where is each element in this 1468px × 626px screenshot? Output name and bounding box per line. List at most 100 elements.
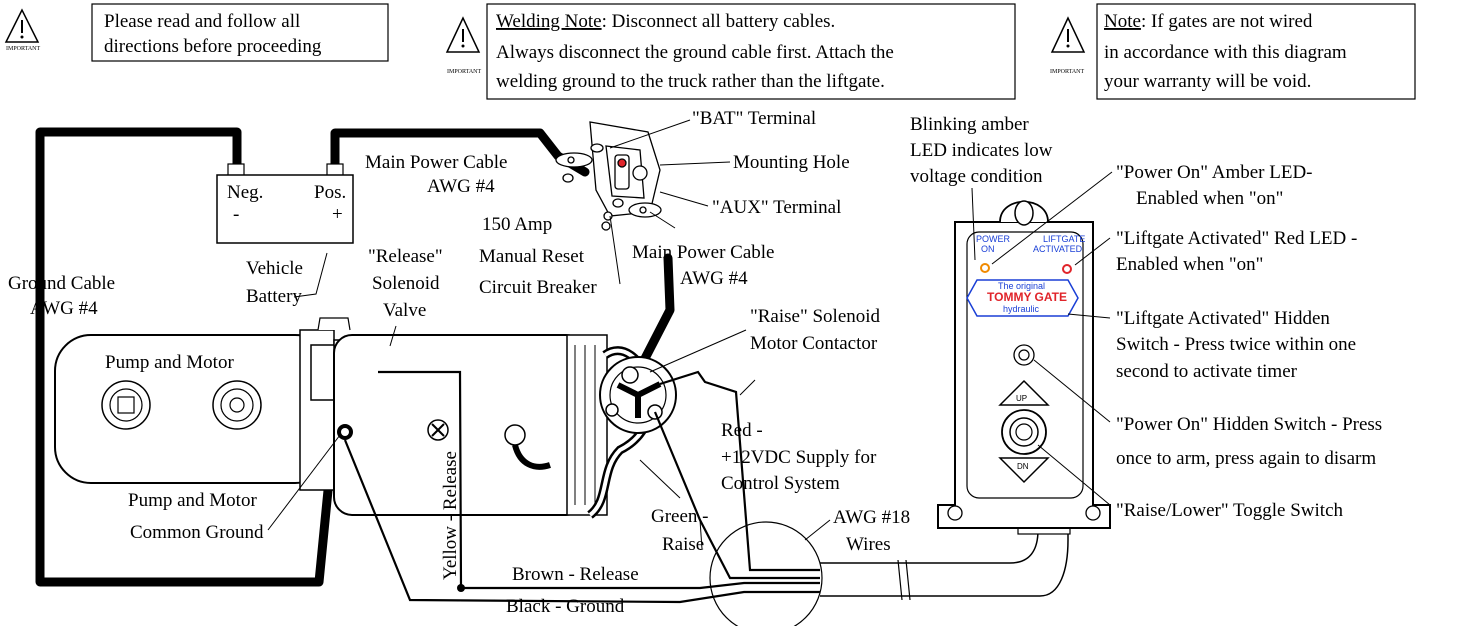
raise-contactor-label: Motor Contactor: [750, 333, 878, 354]
release-valve-label: "Release": [368, 246, 443, 267]
black-wire-label: Black - Ground: [506, 596, 625, 617]
logo-text: The original: [998, 281, 1045, 291]
yellow-wire: [378, 370, 463, 589]
blinking-led-label: LED indicates low: [910, 140, 1053, 161]
battery-pos-sign: +: [332, 204, 343, 225]
hidden-switch-label: second to activate timer: [1116, 361, 1298, 382]
led-power-text: ON: [981, 244, 995, 254]
important-icon: IMPORTANT: [4, 8, 40, 52]
logo-text: hydraulic: [1003, 304, 1040, 314]
aux-terminal-label: "AUX" Terminal: [712, 197, 841, 218]
hidden-switch-label: Switch - Press twice within one: [1116, 334, 1356, 355]
battery-neg-sign: -: [233, 204, 239, 225]
red-wire-label: Control System: [721, 473, 840, 494]
read-note-box: [91, 3, 389, 62]
red-wire: [659, 370, 820, 572]
important-label: IMPORTANT: [447, 69, 481, 75]
power-on-led: [980, 263, 990, 273]
wire-junction: [457, 584, 465, 592]
welding-note-line: Always disconnect the ground cable first…: [496, 42, 894, 63]
power-hidden-switch-label: "Power On" Hidden Switch - Press: [1116, 414, 1382, 435]
toggle-switch-label: "Raise/Lower" Toggle Switch: [1116, 500, 1344, 521]
vehicle-battery: Neg. - Pos. +: [216, 163, 354, 244]
warranty-note-line: Note: If gates are not wired: [1104, 11, 1313, 32]
raise-contactor-label: "Raise" Solenoid: [750, 306, 881, 327]
hidden-switch-label: "Liftgate Activated" Hidden: [1116, 308, 1330, 329]
pump-motor-label: Pump and Motor: [105, 352, 234, 373]
main-power-cable-label: AWG #4: [680, 268, 748, 289]
awg18-label: Wires: [846, 534, 891, 555]
breaker-label: 150 Amp: [482, 214, 552, 235]
led-liftgate-text: ACTIVATED: [1033, 244, 1083, 254]
main-power-cable-label: AWG #4: [427, 176, 495, 197]
power-on-led-label: Enabled when "on": [1136, 188, 1283, 209]
welding-note-box: [486, 3, 1016, 100]
welding-note-line: welding ground to the truck rather than …: [496, 71, 885, 92]
dn-label: DN: [1017, 462, 1029, 471]
liftgate-led: [1062, 264, 1072, 274]
breaker-label: Manual Reset: [479, 246, 585, 267]
warranty-note-box: [1096, 3, 1416, 100]
tommy-gate-logo: [966, 279, 1079, 317]
green-wire: [653, 411, 820, 580]
up-arrow-icon: [998, 379, 1050, 406]
leader-line: [293, 252, 328, 298]
main-power-cable-label: Main Power Cable: [632, 242, 774, 263]
down-arrow-icon: [998, 457, 1050, 484]
main-power-cable-2: [633, 253, 675, 377]
bat-terminal-label: "BAT" Terminal: [692, 108, 816, 129]
pump-and-motor: [54, 317, 608, 516]
common-ground-label: Common Ground: [130, 522, 264, 543]
breaker-label: Circuit Breaker: [479, 277, 597, 298]
brown-wire: [461, 581, 820, 590]
battery-neg-label: Neg.: [227, 182, 263, 203]
important-icon: IMPORTANT: [445, 16, 481, 75]
important-icon: IMPORTANT: [1050, 16, 1086, 75]
battery-caption: Vehicle: [246, 258, 303, 279]
ground-cable-label: Ground Cable: [8, 273, 115, 294]
green-wire-label: Raise: [662, 534, 704, 555]
blinking-led-label: voltage condition: [910, 166, 1043, 187]
ground-cable-label: AWG #4: [30, 298, 98, 319]
control-box: POWER ON LIFTGATE ACTIVATED The original…: [937, 200, 1111, 529]
welding-note-title: Welding Note: [496, 11, 602, 32]
led-liftgate-text: LIFTGATE: [1043, 234, 1085, 244]
brown-wire-label: Brown - Release: [512, 564, 639, 585]
blinking-led-label: Blinking amber: [910, 114, 1029, 135]
important-label: IMPORTANT: [1050, 69, 1084, 75]
wire-bundle-circle: [709, 521, 823, 626]
mounting-hole-label: Mounting Hole: [733, 152, 850, 173]
warranty-note-text: : If gates are not wired: [1141, 11, 1313, 32]
liftgate-led-label: Enabled when "on": [1116, 254, 1263, 275]
raise-solenoid-contactor: [599, 356, 677, 434]
control-cable: [820, 525, 1069, 597]
red-wire-label: +12VDC Supply for: [721, 447, 877, 468]
read-note-line: Please read and follow all: [104, 11, 300, 32]
control-wires: [343, 370, 820, 604]
circuit-breaker: [555, 121, 662, 231]
yellow-wire-label: Yellow - Release: [440, 451, 461, 580]
power-hidden-switch-label: once to arm, press again to disarm: [1116, 448, 1376, 469]
important-label: IMPORTANT: [6, 46, 40, 52]
read-note-line: directions before proceeding: [104, 36, 322, 57]
main-power-cable-label: Main Power Cable: [365, 152, 507, 173]
warranty-note-title: Note: [1104, 11, 1141, 32]
liftgate-led-label: "Liftgate Activated" Red LED -: [1116, 228, 1357, 249]
release-valve-label: Valve: [383, 300, 426, 321]
warranty-note-line: your warranty will be void.: [1104, 71, 1311, 92]
common-ground-label: Pump and Motor: [128, 490, 257, 511]
warranty-note-line: in accordance with this diagram: [1104, 42, 1347, 63]
battery-pos-label: Pos.: [314, 182, 346, 203]
logo-text: TOMMY GATE: [987, 290, 1067, 304]
red-wire-label: Red -: [721, 420, 763, 441]
up-label: UP: [1016, 394, 1027, 403]
welding-note-line: Welding Note: Disconnect all battery cab…: [496, 11, 835, 32]
awg18-label: AWG #18: [833, 507, 910, 528]
battery-caption: Battery: [246, 286, 302, 307]
green-wire-label: Green -: [651, 506, 709, 527]
welding-note-text: : Disconnect all battery cables.: [602, 11, 836, 32]
release-valve-label: Solenoid: [372, 273, 440, 294]
black-wire: [343, 439, 820, 604]
leader-lines: [267, 119, 1113, 550]
